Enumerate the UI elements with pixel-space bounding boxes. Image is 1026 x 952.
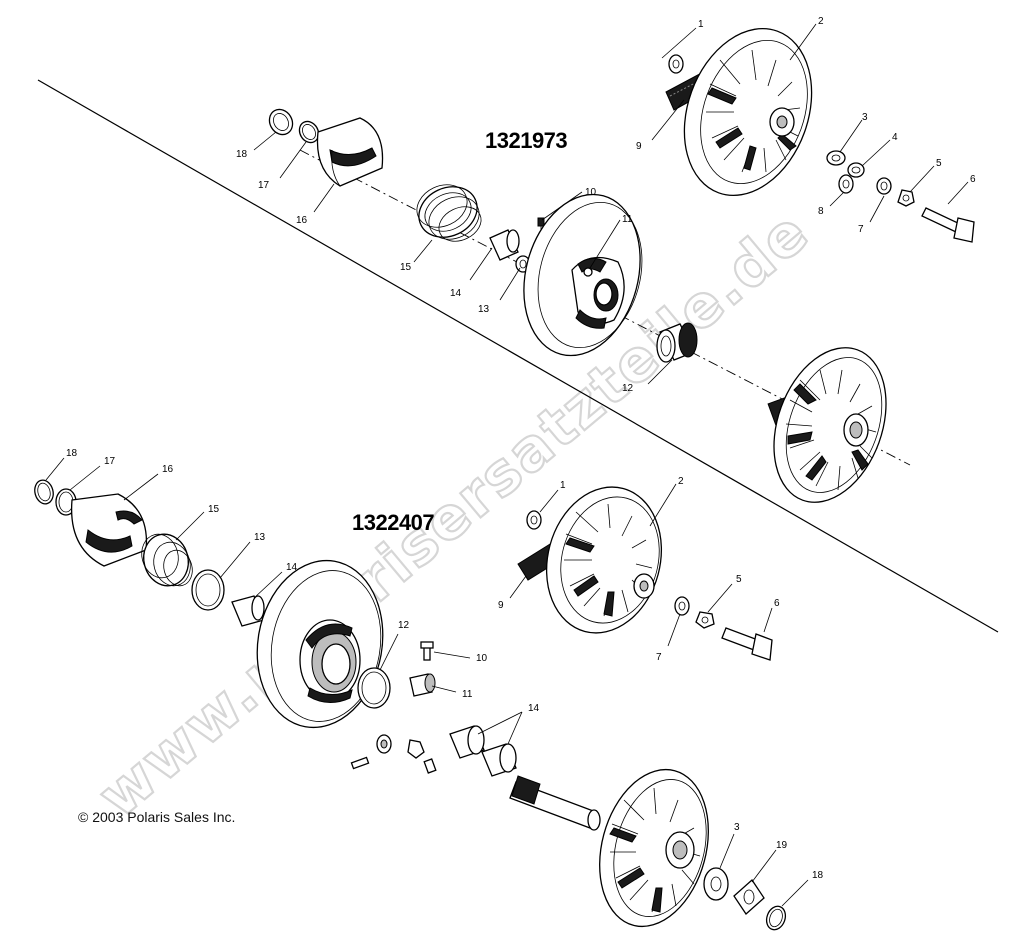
part-16-helix-left bbox=[70, 493, 148, 567]
part-10-screw-left bbox=[420, 641, 434, 661]
upper-callouts: 1 2 3 4 5 6 7 8 9 10 11 12 13 14 15 16 1… bbox=[236, 16, 976, 394]
svg-text:6: 6 bbox=[970, 174, 976, 185]
svg-text:13: 13 bbox=[254, 532, 266, 543]
lower-small-hardware bbox=[350, 734, 437, 774]
svg-text:16: 16 bbox=[296, 215, 308, 226]
svg-text:2: 2 bbox=[818, 16, 824, 27]
lower-movable-sheave bbox=[256, 559, 384, 729]
svg-text:14: 14 bbox=[450, 288, 462, 299]
svg-text:17: 17 bbox=[104, 456, 116, 467]
svg-text:19: 19 bbox=[776, 840, 788, 851]
part-14-bushing-left bbox=[231, 595, 265, 627]
svg-text:11: 11 bbox=[462, 689, 473, 700]
part-16-helix bbox=[316, 117, 384, 187]
copyright-text: © 2003 Polaris Sales Inc. bbox=[78, 809, 235, 825]
svg-text:5: 5 bbox=[736, 574, 742, 585]
svg-text:3: 3 bbox=[734, 822, 740, 833]
svg-text:16: 16 bbox=[162, 464, 174, 475]
svg-text:7: 7 bbox=[858, 224, 864, 235]
part-19-plate bbox=[733, 879, 765, 915]
svg-text:12: 12 bbox=[398, 620, 410, 631]
part-15-spring bbox=[416, 184, 482, 242]
svg-text:18: 18 bbox=[236, 149, 248, 160]
lower-stationary-sheave bbox=[599, 768, 709, 928]
svg-text:10: 10 bbox=[476, 653, 488, 664]
svg-text:8: 8 bbox=[818, 206, 824, 217]
part-1-washer bbox=[668, 54, 684, 74]
svg-text:9: 9 bbox=[498, 600, 504, 611]
svg-text:18: 18 bbox=[812, 870, 824, 881]
lower-drive-pulley bbox=[545, 486, 663, 634]
upper-assembly: 1 2 3 4 5 6 7 8 9 10 11 12 13 14 15 16 1… bbox=[236, 16, 976, 503]
svg-text:6: 6 bbox=[774, 598, 780, 609]
part-18-snap-ring bbox=[268, 108, 294, 136]
part-15-spring-left bbox=[141, 533, 193, 587]
part-11-roller-left bbox=[409, 673, 436, 697]
svg-text:5: 5 bbox=[936, 158, 942, 169]
part-1-washer-lower bbox=[526, 510, 542, 530]
svg-text:17: 17 bbox=[258, 180, 270, 191]
part-8-washer bbox=[838, 174, 854, 194]
svg-text:15: 15 bbox=[208, 504, 220, 515]
svg-text:1: 1 bbox=[560, 480, 566, 491]
part-3-washer-lower bbox=[703, 867, 729, 901]
part-5-nut bbox=[897, 189, 915, 207]
part-7-washer-lower bbox=[674, 596, 690, 616]
svg-text:14: 14 bbox=[286, 562, 298, 573]
part-13-washer-left bbox=[191, 569, 225, 611]
part-18-snap-ring-left bbox=[34, 479, 54, 505]
lower-assembly-part-number: 1322407 bbox=[352, 510, 434, 535]
part-6-bolt-lower bbox=[721, 627, 773, 661]
upper-stationary-sheave bbox=[767, 347, 887, 503]
svg-text:12: 12 bbox=[622, 383, 634, 394]
part-7-washer bbox=[876, 177, 892, 195]
svg-text:14: 14 bbox=[528, 703, 540, 714]
part-17-washer bbox=[298, 120, 320, 144]
lower-assembly: 18 17 16 15 13 14 12 10 11 14 1 2 9 5 6 … bbox=[34, 448, 824, 931]
svg-text:11: 11 bbox=[622, 214, 633, 225]
part-4-washer bbox=[847, 162, 865, 178]
lower-shaft bbox=[509, 775, 601, 831]
part-3-washer bbox=[826, 150, 846, 166]
part-5-nut-lower bbox=[695, 611, 715, 629]
svg-text:10: 10 bbox=[585, 187, 597, 198]
part-6-bolt bbox=[921, 207, 975, 243]
part-14-bushing bbox=[489, 229, 520, 261]
part-12-ring-left bbox=[357, 667, 391, 709]
svg-text:9: 9 bbox=[636, 141, 642, 152]
svg-text:18: 18 bbox=[66, 448, 78, 459]
svg-text:7: 7 bbox=[656, 652, 662, 663]
upper-assembly-part-number: 1321973 bbox=[485, 128, 567, 153]
upper-drive-pulley bbox=[683, 27, 813, 197]
svg-text:13: 13 bbox=[478, 304, 490, 315]
svg-text:2: 2 bbox=[678, 476, 684, 487]
svg-text:4: 4 bbox=[892, 132, 898, 143]
svg-text:1: 1 bbox=[698, 19, 704, 30]
part-12-bearing bbox=[656, 322, 698, 363]
lower-callouts: 18 17 16 15 13 14 12 10 11 14 1 2 9 5 6 … bbox=[45, 448, 824, 907]
part-18-snap-ring-lower bbox=[765, 905, 787, 931]
svg-text:15: 15 bbox=[400, 262, 412, 273]
section-divider-line bbox=[37, 79, 999, 633]
svg-text:3: 3 bbox=[862, 112, 868, 123]
part-14-bushings-pair bbox=[449, 725, 517, 777]
